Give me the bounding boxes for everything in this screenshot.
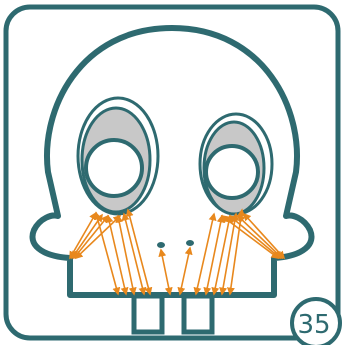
right-eye-pupil	[206, 146, 258, 198]
right-nostril	[186, 240, 194, 246]
left-nostril	[157, 242, 165, 248]
muscle-pull-arrow-icon	[161, 250, 170, 294]
left-tooth	[134, 296, 162, 332]
right-tooth	[184, 296, 212, 332]
muscle-pull-arrow-icon	[238, 216, 282, 258]
page-number: 35	[297, 310, 330, 340]
muscle-pull-arrow-icon	[118, 216, 134, 294]
outer-frame	[6, 7, 338, 338]
muscle-pull-arrow-icon	[124, 214, 144, 294]
left-eye-pupil	[86, 140, 142, 196]
muscle-pull-arrow-icon	[108, 216, 126, 294]
muscle-pull-arrow-icon	[214, 216, 230, 294]
muscle-pull-arrows	[70, 210, 284, 294]
muscle-pull-arrow-icon	[96, 213, 118, 294]
muscle-pull-arrow-icon	[206, 216, 222, 294]
muscle-pull-arrow-icon	[222, 216, 278, 258]
muscle-pull-arrow-icon	[196, 214, 214, 294]
muscle-pull-arrow-icon	[180, 248, 190, 294]
muscle-pull-arrow-icon	[222, 214, 236, 294]
